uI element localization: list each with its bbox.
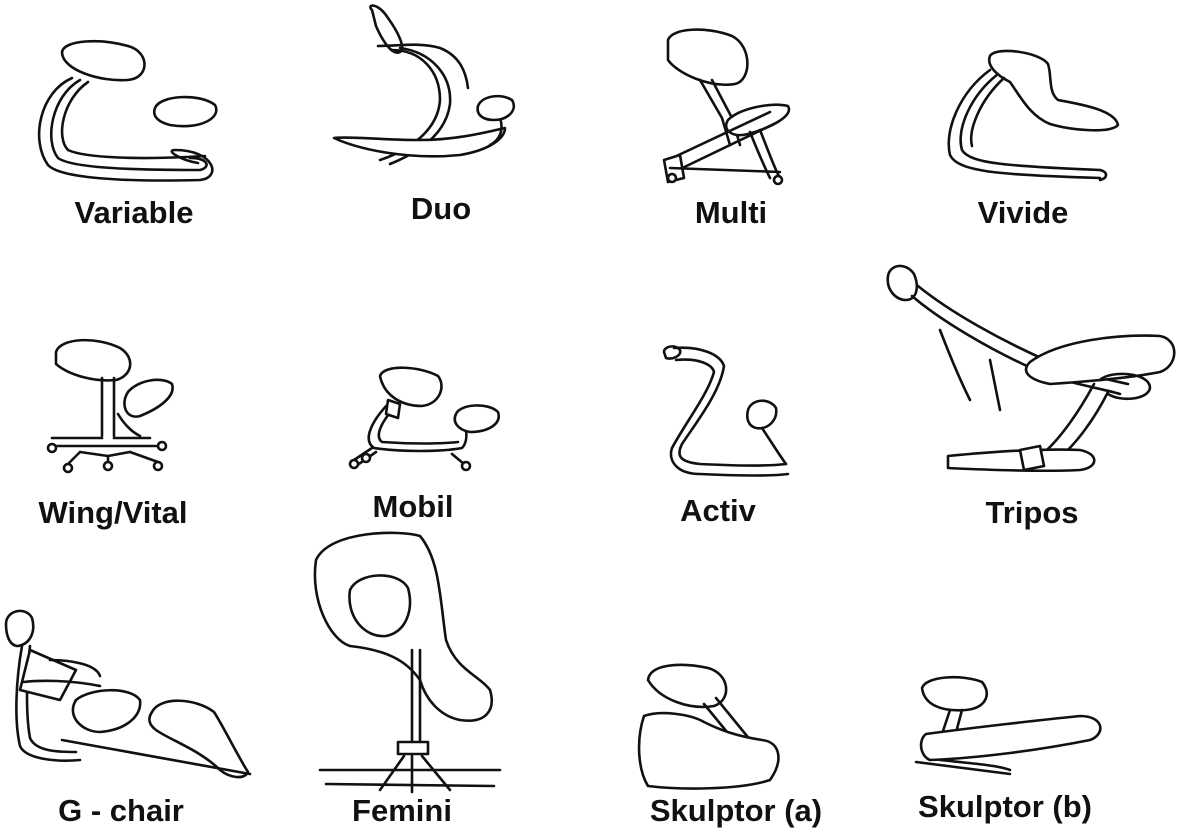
label-duo: Duo: [410, 191, 472, 226]
skulptor-a-chair-drawing: [637, 663, 780, 790]
label-femini: Femini: [352, 793, 452, 828]
label-tripos: Tripos: [985, 495, 1079, 530]
label-skulptor-b: Skulptor (b): [918, 789, 1092, 824]
tripos-chair-drawing: [886, 264, 1176, 473]
femini-chair-drawing: [313, 531, 502, 794]
label-wing-vital: Wing/Vital: [38, 495, 188, 530]
label-skulptor-a: Skulptor (a): [649, 793, 823, 828]
skulptor-b-chair-drawing: [914, 675, 1102, 776]
g-chair-drawing: [4, 609, 252, 779]
vivide-chair-drawing: [947, 49, 1120, 182]
mobil-chair-drawing: [348, 366, 500, 472]
duo-chair-drawing: [332, 4, 515, 166]
label-activ: Activ: [680, 493, 756, 528]
label-multi: Multi: [694, 195, 768, 230]
variable-chair-drawing: [37, 39, 218, 182]
label-variable: Variable: [74, 195, 194, 230]
label-mobil: Mobil: [372, 489, 454, 524]
label-g-chair: G - chair: [58, 793, 184, 828]
wing-vital-chair-drawing: [46, 338, 174, 474]
activ-chair-drawing: [662, 345, 790, 477]
label-vivide: Vivide: [977, 195, 1069, 230]
multi-chair-drawing: [662, 28, 791, 186]
